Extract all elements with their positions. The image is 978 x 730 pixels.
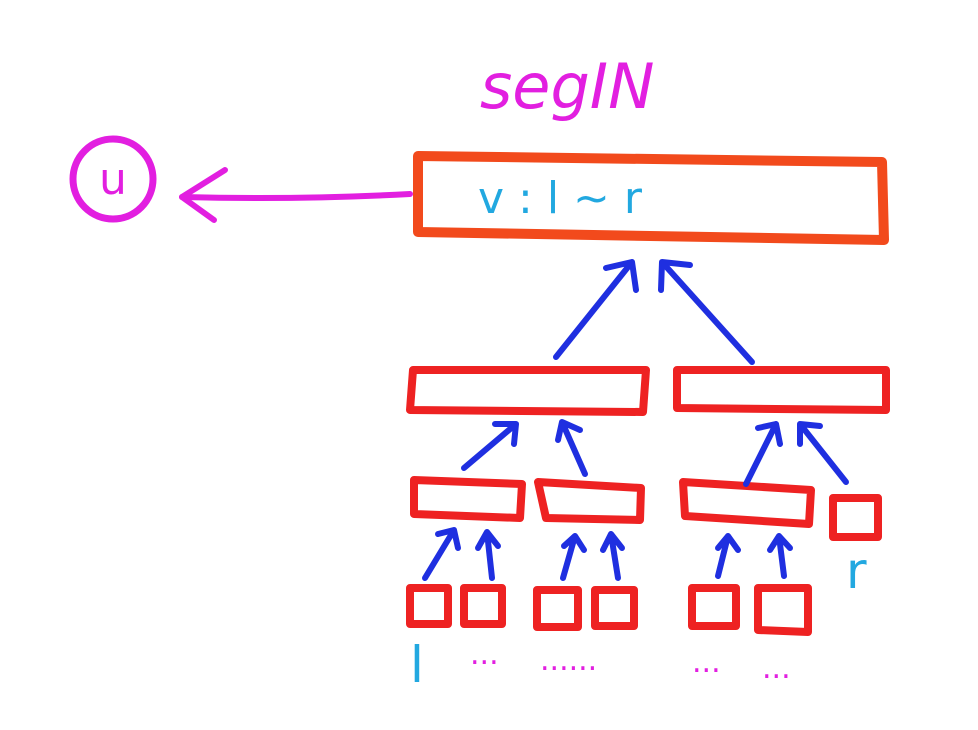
arrow-leaf4-to-l2b2 [600,531,625,581]
arrow-leaf2-to-l2b1 [475,529,501,581]
root-to-node-arrow [179,191,413,201]
arrow-leaf1-to-l2b1 [422,527,461,581]
leaf-box-6 [754,584,812,636]
arrow-leaf5-to-l2b3 [715,533,741,579]
leaf-box-1 [406,584,452,628]
leaf-box-5 [688,584,740,630]
leaf-box-2 [460,584,506,628]
right-bound-label: r [846,542,867,600]
level1-box-right [673,366,890,414]
root-label: v : l ~ r [478,173,643,224]
diagram-title: segIN [480,50,654,123]
arrow-l2b2-to-l1left [555,419,588,477]
level2-box-4 [829,494,882,541]
arrow-l2b1-to-l1left [461,421,519,471]
ellipsis-1: ... [470,637,499,672]
leaf-box-4 [591,586,638,630]
level2-box-3 [679,478,815,528]
ellipsis-4: ... [762,651,791,686]
external-node-label: u [99,154,127,205]
arrow-leaf3-to-l2b2 [560,533,587,581]
arrow-l1right-to-root [658,259,755,365]
root-segment-node: v : l ~ r [413,151,889,245]
level2-box-2 [534,478,645,524]
arrow-l1left-to-root [553,259,639,360]
root-to-node-arrowhead [179,167,228,223]
ellipsis-2: ...... [540,643,597,678]
left-bound-label: l [410,636,424,694]
leaf-box-3 [533,586,582,631]
external-node-circle [69,135,157,223]
root-box [413,151,889,245]
level1-box-left [406,366,650,416]
ellipsis-3: ... [692,645,721,680]
arrow-leaf6-to-l2b3 [767,533,793,579]
level2-box-1 [410,476,526,522]
arrow-l2b4-to-l1right [797,421,849,485]
arrow-l2b3-to-l1right [743,421,783,487]
external-node: u [69,135,157,223]
